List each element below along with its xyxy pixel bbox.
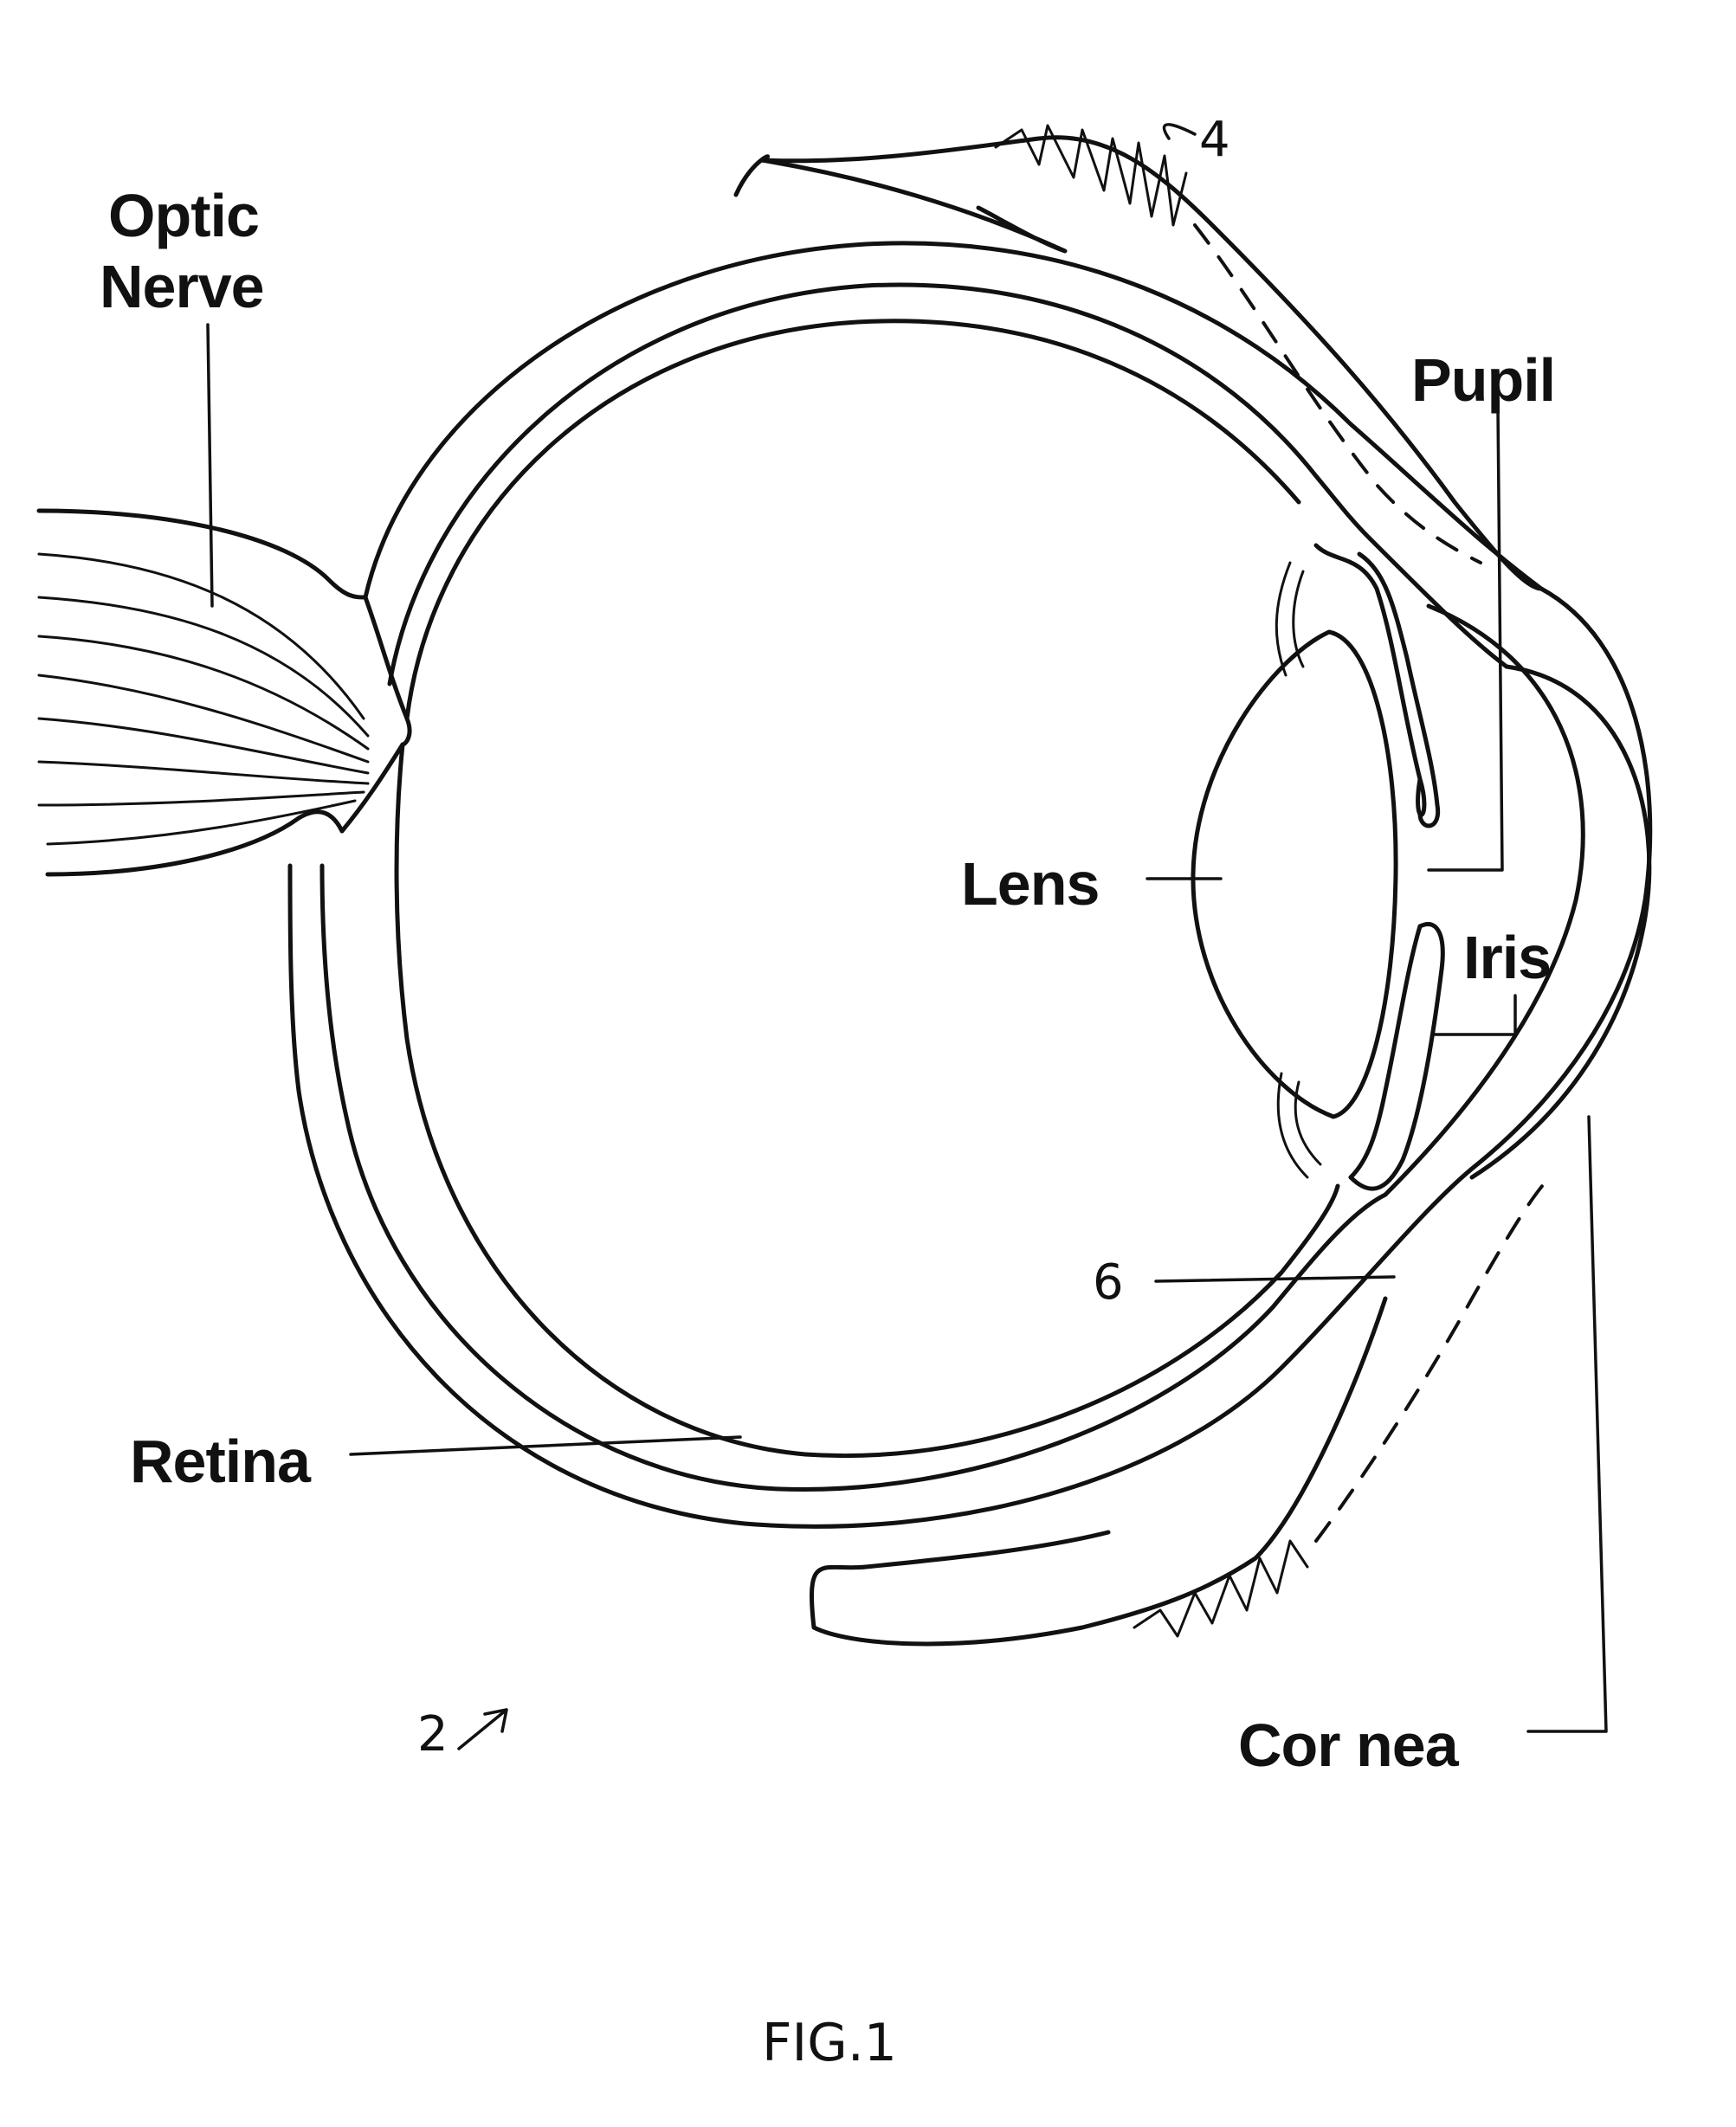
optic-nerve-upper	[39, 511, 365, 597]
label-nerve: Nerve	[100, 253, 264, 320]
label-retina: Retina	[130, 1428, 312, 1495]
ref-number-4: 4	[1199, 112, 1230, 168]
optic-fiber-3	[39, 636, 368, 749]
upper-eyelid-fold	[762, 160, 1065, 251]
optic-fiber-8	[48, 801, 355, 844]
label-optic: Optic	[108, 182, 259, 249]
ref-4-leader	[1164, 125, 1195, 139]
optic-fiber-7	[39, 792, 364, 805]
sclera-inner-lower	[322, 866, 1385, 1490]
label-pupil: Pupil	[1411, 346, 1555, 414]
ref-number-6: 6	[1093, 1254, 1124, 1311]
ciliary-lower-1	[1278, 1073, 1307, 1177]
ref-2-arrow	[459, 1710, 507, 1749]
ref-number-2: 2	[417, 1706, 449, 1763]
figure-caption: FIG.1	[762, 2013, 897, 2073]
label-cornea: Cor nea	[1238, 1711, 1460, 1779]
lower-eyelashes	[1134, 1541, 1307, 1636]
lower-lid-margin	[1316, 1177, 1550, 1541]
lens	[1193, 632, 1396, 1117]
ciliary-lower-2	[1295, 1082, 1320, 1164]
optic-nerve-leader	[208, 325, 212, 606]
iris-leader	[1433, 996, 1515, 1034]
cornea-leader	[1528, 1117, 1606, 1731]
retina-leader	[351, 1437, 740, 1454]
optic-nerve-lower	[48, 812, 342, 874]
label-lens: Lens	[961, 850, 1099, 918]
ref-6-leader	[1156, 1277, 1394, 1281]
label-iris: Iris	[1463, 924, 1551, 991]
optic-fiber-1	[39, 554, 364, 719]
optic-fiber-6	[39, 762, 368, 783]
cornea-outer	[1472, 667, 1649, 1177]
retina-layer	[407, 321, 1299, 719]
